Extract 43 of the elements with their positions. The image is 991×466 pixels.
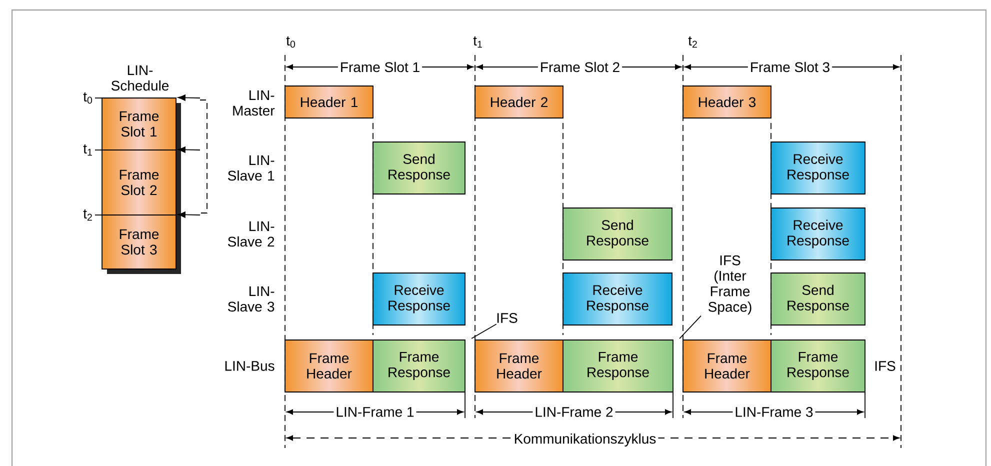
leader-line xyxy=(679,315,702,339)
label-text: t$_{1}$ xyxy=(83,144,92,156)
label-text: LIN- Slave 1 xyxy=(228,155,274,181)
annotation-text: IFS xyxy=(497,313,518,323)
response-box: Receive Response xyxy=(770,142,866,194)
label-text: Frame Slot 1 xyxy=(338,60,422,74)
slot-box: Frame Slot 1 xyxy=(102,98,176,150)
label-text: LIN- Slave 2 xyxy=(228,221,274,247)
header-box: Frame Header xyxy=(682,340,772,392)
arrow xyxy=(178,212,200,218)
label-text: LIN-Frame 2 xyxy=(532,405,616,419)
label-text: Frame Slot 3 xyxy=(748,60,832,74)
response-box: Send Response xyxy=(372,142,466,194)
header-box: Header 3 xyxy=(682,86,772,118)
header-box: Frame Header xyxy=(474,340,564,392)
label-text: t$_{0}$ xyxy=(83,92,92,104)
label-text: LIN- Slave 3 xyxy=(228,286,274,312)
response-box: Frame Response xyxy=(372,340,466,392)
arrow xyxy=(178,146,200,153)
response-box: Receive Response xyxy=(770,208,866,260)
arrow xyxy=(178,94,200,101)
label-text: t$_{1}$ xyxy=(466,34,490,50)
slot-box: Frame Slot 3 xyxy=(102,214,176,270)
label-text: LIN-Frame 3 xyxy=(732,405,816,419)
response-box: Frame Response xyxy=(562,340,674,392)
header-box: Header 2 xyxy=(474,86,564,118)
label-text: IFS xyxy=(875,361,896,371)
label-text: Frame Slot 2 xyxy=(538,60,622,74)
label-text: t$_{2}$ xyxy=(681,34,705,50)
response-box: Frame Response xyxy=(770,340,866,392)
header-box: Frame Header xyxy=(284,340,374,392)
header-box: Header 1 xyxy=(284,86,374,118)
label-text: Kommunikationszyklus xyxy=(512,431,658,449)
slot-box: Frame Slot 2 xyxy=(102,150,176,216)
label-text: t$_{2}$ xyxy=(83,209,92,221)
response-box: Send Response xyxy=(562,208,672,260)
response-box: Receive Response xyxy=(562,272,672,326)
response-box: Send Response xyxy=(770,272,866,326)
label-text: t$_{0}$ xyxy=(279,34,303,50)
label-text: LIN-Frame 1 xyxy=(334,405,416,419)
response-box: Receive Response xyxy=(372,272,466,326)
annotation-text: IFS (Inter Frame Space) xyxy=(708,255,752,315)
leader-line xyxy=(471,324,497,339)
